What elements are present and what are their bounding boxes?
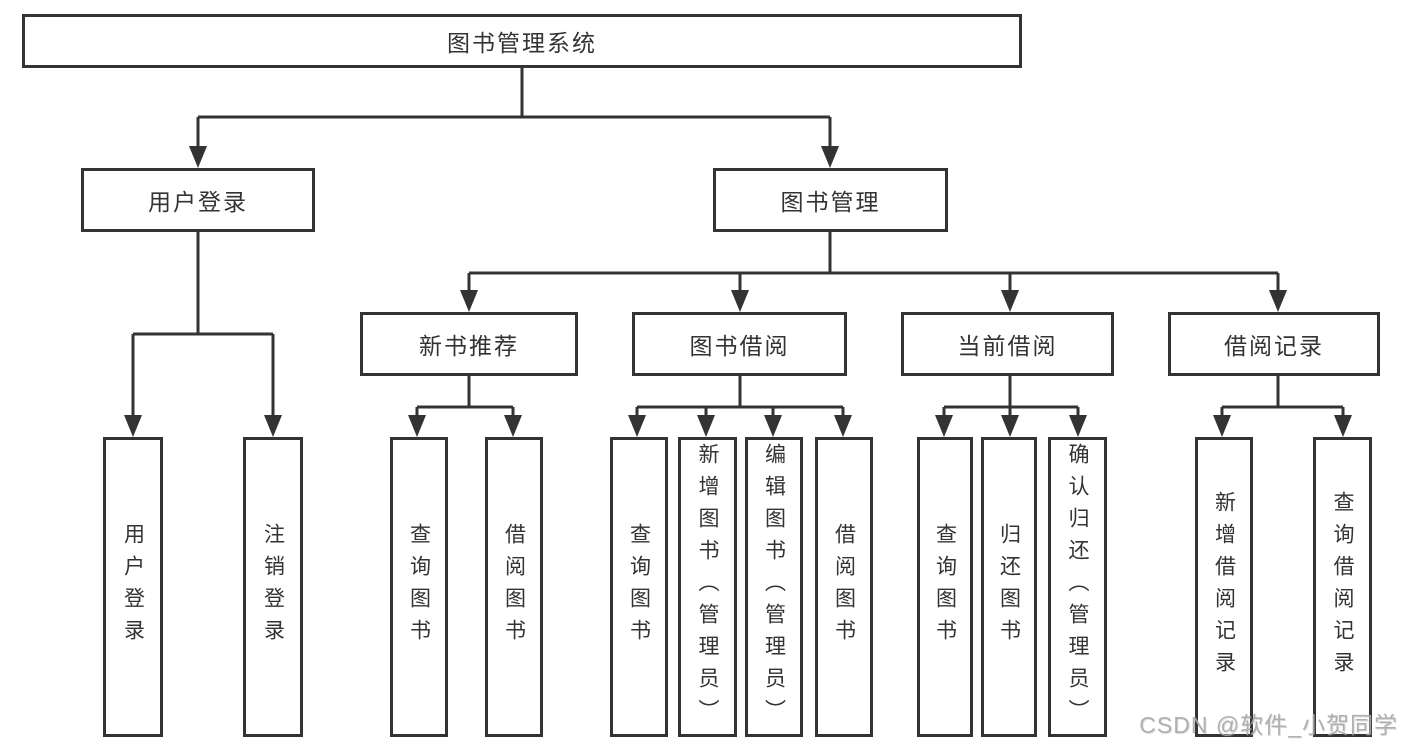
node-query-book-current: 查询图书 [917,437,973,737]
node-return-book-label: 归还图书 [997,523,1021,651]
node-book-mgmt: 图书管理 [713,168,948,232]
node-new-book-recommend: 新书推荐 [360,312,578,376]
node-query-borrow-record-label: 查询借阅记录 [1331,491,1354,683]
node-query-book-recommend-label: 查询图书 [407,523,431,651]
node-borrow-book-action: 借阅图书 [815,437,873,737]
node-add-book-admin: 新增图书（管理员） [678,437,737,737]
node-query-book-borrow: 查询图书 [610,437,668,737]
node-user-login-action: 用户登录 [103,437,163,737]
node-return-book: 归还图书 [981,437,1037,737]
connector-new-book-children [408,376,522,437]
connector-root-to-level1 [189,68,839,168]
node-confirm-return-admin: 确认归还（管理员） [1048,437,1107,737]
node-edit-book-admin: 编辑图书（管理员） [745,437,803,737]
connector-book-mgmt-children [460,232,1287,312]
node-current-borrow: 当前借阅 [901,312,1114,376]
node-query-book-borrow-label: 查询图书 [627,523,651,651]
node-edit-book-admin-label: 编辑图书（管理员） [762,443,786,731]
node-add-borrow-record: 新增借阅记录 [1195,437,1253,737]
node-root: 图书管理系统 [22,14,1022,68]
connector-current-borrow-children [935,376,1087,437]
node-borrow-book-recommend-label: 借阅图书 [502,523,526,651]
node-borrow-book-action-label: 借阅图书 [832,523,856,651]
node-confirm-return-admin-label: 确认归还（管理员） [1066,443,1089,731]
connector-book-borrow-children [628,376,852,437]
node-user-login: 用户登录 [81,168,315,232]
node-borrow-book-recommend: 借阅图书 [485,437,543,737]
node-add-book-admin-label: 新增图书（管理员） [696,443,719,731]
node-query-borrow-record: 查询借阅记录 [1313,437,1372,737]
node-query-book-current-label: 查询图书 [933,523,957,651]
node-user-login-action-label: 用户登录 [121,523,145,651]
node-borrow-record: 借阅记录 [1168,312,1380,376]
node-book-borrow: 图书借阅 [632,312,847,376]
node-add-borrow-record-label: 新增借阅记录 [1212,491,1236,683]
node-query-book-recommend: 查询图书 [390,437,448,737]
connector-borrow-record-children [1213,376,1352,437]
node-logout-action-label: 注销登录 [261,523,285,651]
connector-user-login-children [124,232,282,437]
node-logout-action: 注销登录 [243,437,303,737]
csdn-watermark: CSDN @软件_小贺同学 [1139,712,1398,738]
